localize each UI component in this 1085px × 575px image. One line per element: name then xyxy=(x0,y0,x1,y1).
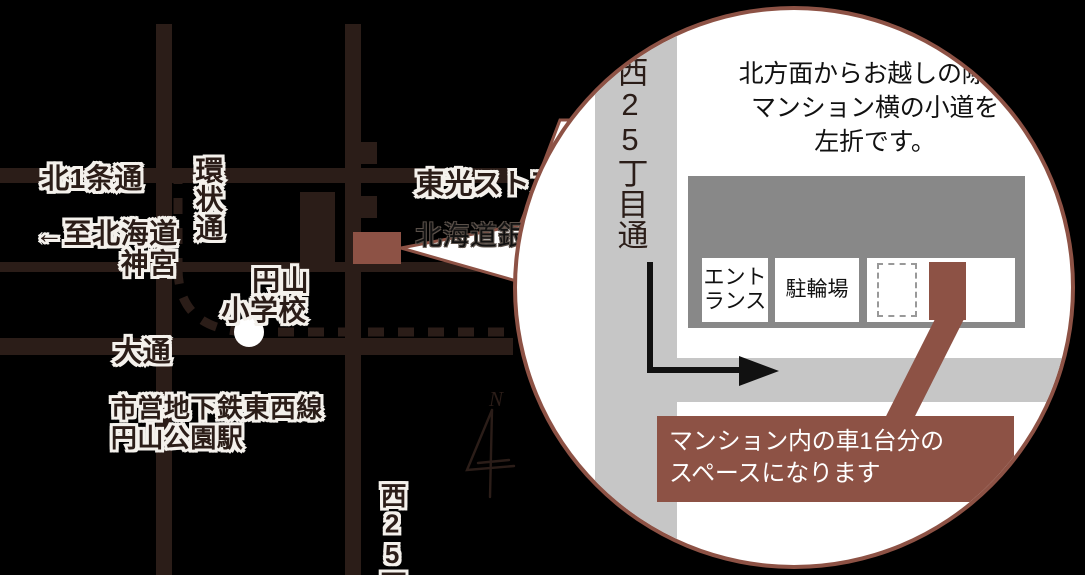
block-hokkaido-bank-marker xyxy=(355,196,377,218)
inset-room-entrance: エント ランス xyxy=(702,258,768,322)
inset-dashed-space xyxy=(877,263,917,317)
inset-callout-box: マンション内の車1台分の スペースになります xyxy=(657,416,1014,502)
inset-street-horizontal xyxy=(595,358,1071,402)
label-nishi25chome-dori: 西25丁目通 xyxy=(375,480,410,575)
inset-car-space xyxy=(929,262,966,320)
road-horizontal-kita1jo xyxy=(0,168,513,183)
road-horizontal-odori xyxy=(0,338,513,355)
inset-route-arrow xyxy=(647,262,779,386)
subway-station-dot xyxy=(234,317,264,347)
inset-caption: 北方面からお越しの際、 マンション横の小道を 左折です。 xyxy=(679,58,1071,159)
label-odori: 大通 xyxy=(112,334,174,369)
block-target-mansion xyxy=(353,232,401,264)
inset-callout-line-2: スペースになります xyxy=(669,460,881,488)
inset-callout-pointer xyxy=(877,319,964,434)
inset-caption-line-1: 北方面からお越しの際、 xyxy=(738,60,1012,88)
label-to-hokkaido-jingu: ←至北海道 神宮 xyxy=(33,216,180,282)
detail-inset-circle: 西25丁目通 北方面からお越しの際、 マンション横の小道を 左折です。 エント … xyxy=(513,6,1075,569)
inset-room-bicycle-parking: 駐輪場 xyxy=(775,258,859,322)
inset-callout-line-1: マンション内の車1台分の xyxy=(669,428,944,455)
block-building-center xyxy=(300,192,335,264)
block-toko-store-marker xyxy=(355,142,377,164)
label-maruyama-elementary-school: 円山 小学校 xyxy=(219,263,311,329)
label-subway-line: 市営地下鉄東西線 xyxy=(108,392,325,425)
road-vertical-kanjo xyxy=(156,24,172,575)
label-kita1jo-dori: 北1条通 xyxy=(39,161,145,196)
label-subway-station: 円山公園駅 xyxy=(108,422,245,455)
inset-caption-line-3: 左折です。 xyxy=(814,127,936,156)
inset-street-label: 西25丁目通 xyxy=(612,56,648,250)
road-horizontal-bank xyxy=(0,262,513,272)
inset-caption-line-2: マンション横の小道を xyxy=(750,93,999,122)
label-kanjo-dori: 環状通 xyxy=(190,154,226,244)
